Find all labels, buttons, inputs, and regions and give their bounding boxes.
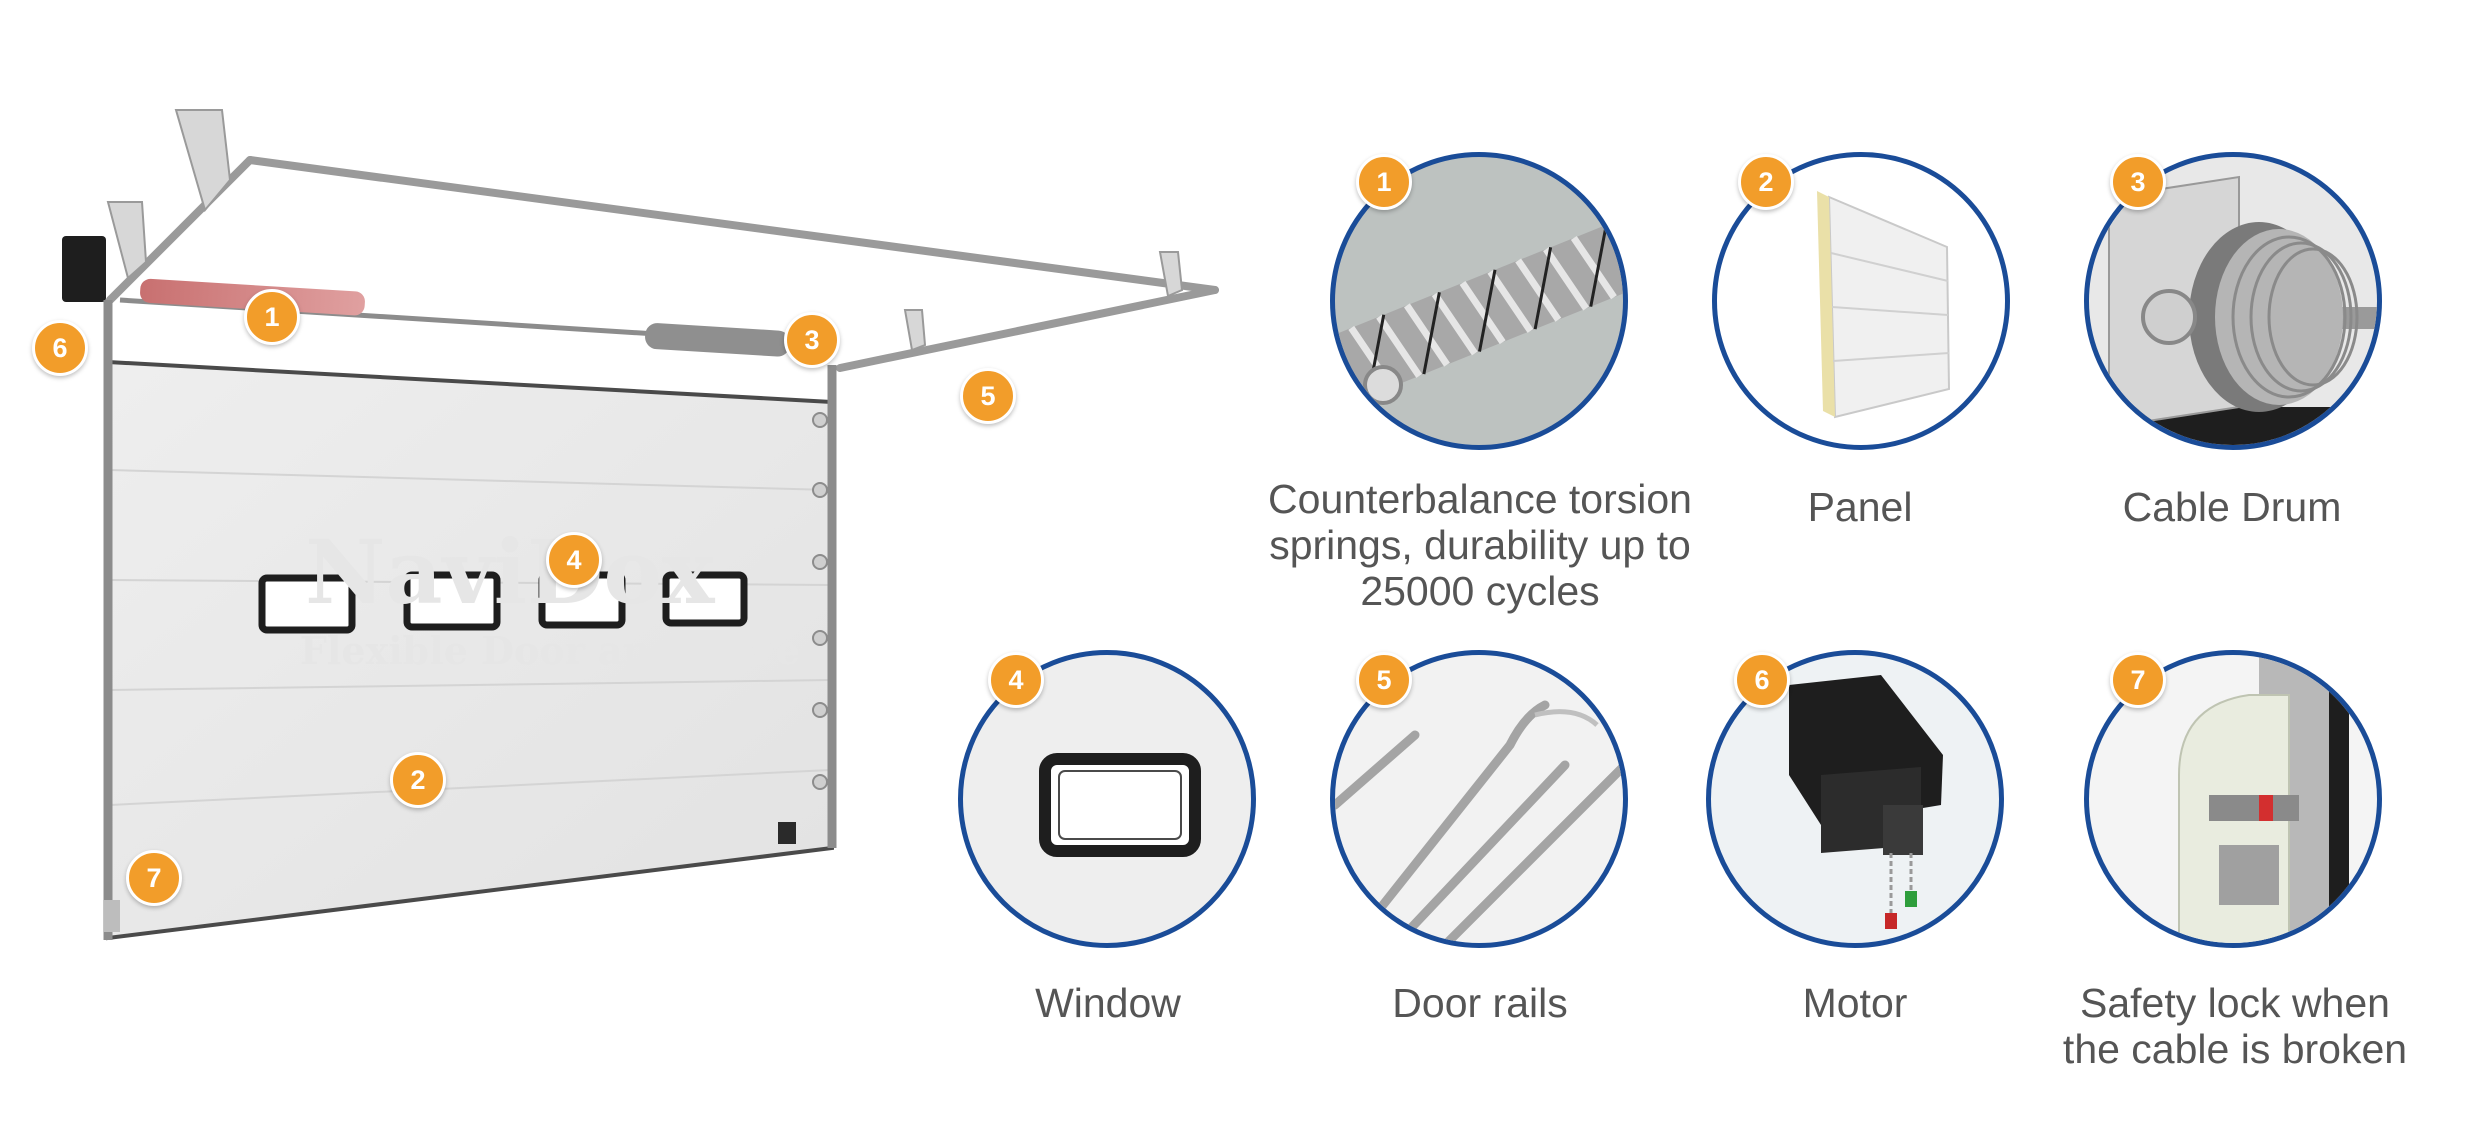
safety-lock-icon: [2178, 655, 2349, 943]
torsion-spring-icon: [1335, 203, 1623, 405]
badge-number: 5: [1376, 664, 1392, 695]
caption-line: Motor: [1802, 980, 1908, 1026]
caption-cable-drum: Cable Drum: [2032, 484, 2432, 530]
badge-1: 1: [1356, 154, 1412, 210]
caption-window: Window: [908, 980, 1308, 1026]
caption-line: Counterbalance torsion: [1268, 476, 1692, 522]
badge-number: 2: [1758, 166, 1774, 197]
caption-safety-lock: Safety lock when the cable is broken: [2020, 980, 2450, 1072]
badge-number: 6: [1754, 664, 1770, 695]
badge-6: 6: [1734, 652, 1790, 708]
caption-line: 25000 cycles: [1360, 568, 1600, 614]
badge-7: 7: [2110, 652, 2166, 708]
badge-number: 3: [2130, 166, 2146, 197]
marker-5-door-rails: 5: [960, 368, 1016, 424]
marker-number: 3: [804, 324, 820, 355]
caption-line: the cable is broken: [2062, 1026, 2408, 1072]
badge-number: 1: [1376, 166, 1392, 197]
caption-line: Window: [1035, 980, 1181, 1026]
caption-line: Door rails: [1392, 980, 1568, 1026]
marker-number: 6: [52, 332, 68, 363]
caption-line: Panel: [1807, 484, 1913, 530]
badge-number: 7: [2130, 664, 2146, 695]
caption-line: springs, durability up to: [1269, 522, 1691, 568]
motor-icon: [1789, 675, 1943, 929]
badge-4: 4: [988, 652, 1044, 708]
badge-3: 3: [2110, 154, 2166, 210]
torsion-spring-grey: [645, 323, 790, 357]
marker-6-motor: 6: [32, 320, 88, 376]
marker-3-cable-drum: 3: [784, 312, 840, 368]
ceiling-bracket: [106, 109, 1184, 352]
marker-number: 4: [566, 544, 582, 575]
safety-lock-unit: [104, 900, 120, 932]
marker-number: 7: [146, 862, 162, 893]
lock-handle: [778, 822, 796, 844]
badge-number: 4: [1008, 664, 1024, 695]
caption-panel: Panel: [1660, 484, 2060, 530]
badge-2: 2: [1738, 154, 1794, 210]
marker-1-springs: 1: [244, 289, 300, 345]
window-icon: [1039, 753, 1201, 857]
motor-unit: [62, 236, 106, 302]
caption-motor: Motor: [1655, 980, 2055, 1026]
caption-line: Cable Drum: [2122, 484, 2342, 530]
brand-watermark: NaviDox: [305, 520, 715, 624]
brand-tagline-watermark: Flexible Door and more: [300, 628, 800, 673]
badge-5: 5: [1356, 652, 1412, 708]
door-hinges: [812, 412, 828, 790]
marker-2-panel: 2: [390, 752, 446, 808]
marker-number: 2: [410, 764, 426, 795]
panel-icon: [1817, 191, 1951, 419]
marker-number: 5: [980, 380, 996, 411]
door-rails-icon: [1335, 700, 1623, 943]
caption-door-rails: Door rails: [1280, 980, 1680, 1026]
caption-springs: Counterbalance torsion springs, durabili…: [1240, 476, 1720, 614]
marker-number: 1: [264, 301, 280, 332]
marker-7-safety-lock: 7: [126, 850, 182, 906]
caption-line: Safety lock when: [2080, 980, 2390, 1026]
cable-drum-icon: [2089, 175, 2377, 445]
door-windows: [258, 571, 748, 634]
marker-4-window: 4: [546, 532, 602, 588]
